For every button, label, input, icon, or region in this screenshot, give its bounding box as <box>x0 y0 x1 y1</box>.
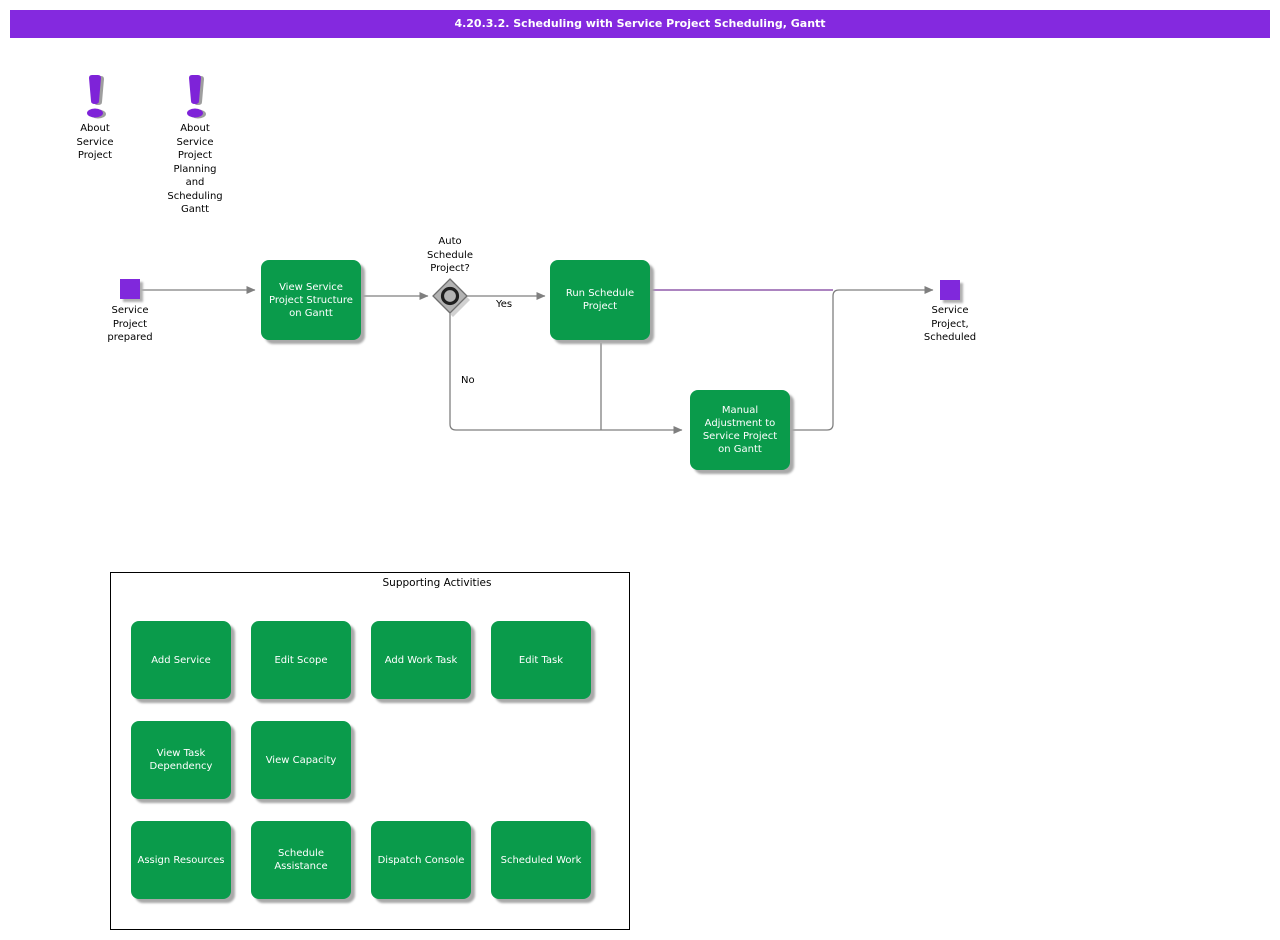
edge-label-no: No <box>461 375 475 386</box>
edge-label-yes: Yes <box>496 299 513 310</box>
task-run-schedule-project[interactable]: Run Schedule Project <box>550 260 650 340</box>
task-view-service-project-structure[interactable]: View Service Project Structure on Gantt <box>261 260 361 340</box>
activity-scheduled-work[interactable]: Scheduled Work <box>491 821 591 899</box>
activity-add-service[interactable]: Add Service <box>131 621 231 699</box>
end-event-square <box>940 280 960 300</box>
info-link-label: About Service Project Planning and Sched… <box>167 123 223 215</box>
activity-view-task-dependency[interactable]: View Task Dependency <box>131 721 231 799</box>
decision-label: Auto Schedule Project? <box>427 236 473 274</box>
page-title: 4.20.3.2. Scheduling with Service Projec… <box>10 10 1270 38</box>
task-manual-adjustment[interactable]: Manual Adjustment to Service Project on … <box>690 390 790 470</box>
activity-edit-scope[interactable]: Edit Scope <box>251 621 351 699</box>
edge-no <box>449 313 683 434</box>
activity-edit-task[interactable]: Edit Task <box>491 621 591 699</box>
edge-manual-to-end <box>790 286 934 431</box>
exclamation-icon <box>87 75 106 119</box>
supporting-activities-panel: Supporting Activities Add Service Edit S… <box>110 572 630 930</box>
info-link-about-service-project[interactable]: About Service Project <box>55 74 135 163</box>
start-event-label: Service Project prepared <box>107 305 153 343</box>
activity-view-capacity[interactable]: View Capacity <box>251 721 351 799</box>
start-event-square <box>120 279 140 299</box>
end-event-label: Service Project, Scheduled <box>923 305 977 343</box>
info-link-about-planning-scheduling-gantt[interactable]: About Service Project Planning and Sched… <box>150 74 240 217</box>
decision-diamond <box>432 278 470 317</box>
activity-dispatch-console[interactable]: Dispatch Console <box>371 821 471 899</box>
activity-schedule-assistance[interactable]: Schedule Assistance <box>251 821 351 899</box>
supporting-activities-title: Supporting Activities <box>382 577 492 589</box>
activity-assign-resources[interactable]: Assign Resources <box>131 821 231 899</box>
info-link-label: About Service Project <box>76 123 114 161</box>
activity-add-work-task[interactable]: Add Work Task <box>371 621 471 699</box>
exclamation-icon <box>187 75 206 119</box>
